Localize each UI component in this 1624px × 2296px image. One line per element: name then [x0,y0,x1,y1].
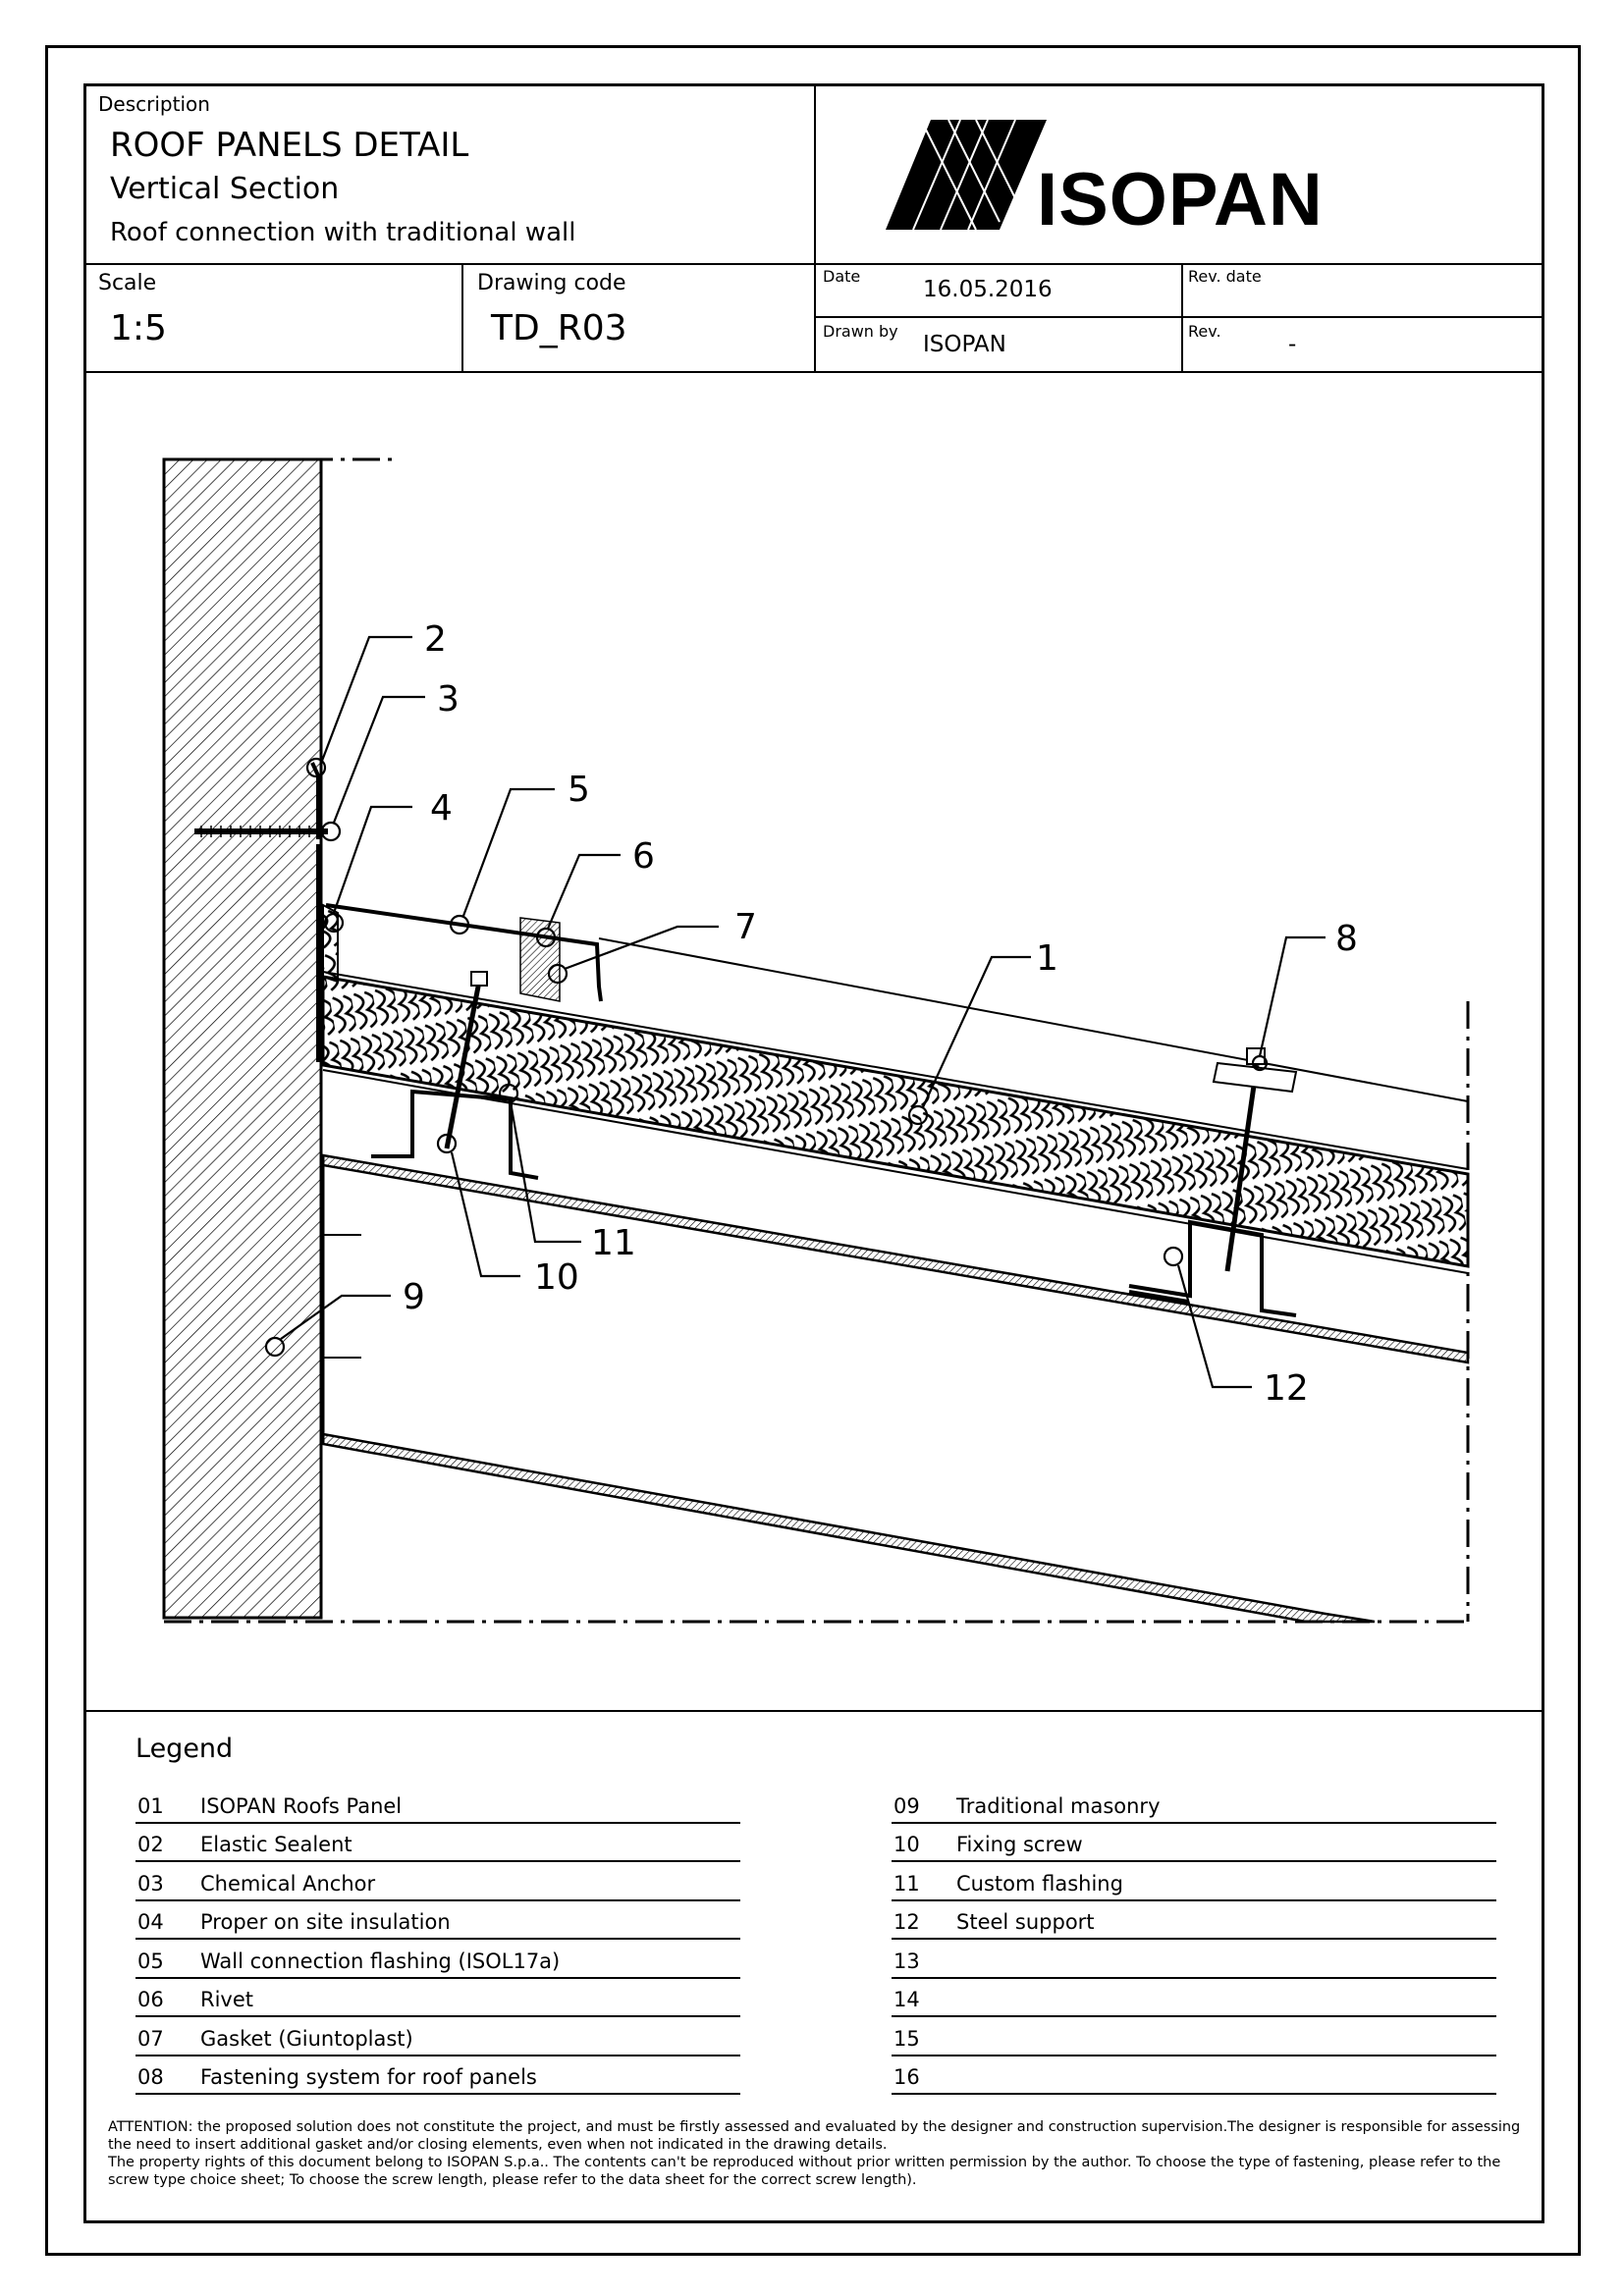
legend-label: Traditional masonry [956,1794,1161,1818]
legend-row: 12 Steel support [892,1908,1496,1940]
scale-value: 1:5 [110,308,167,348]
callout-6: 6 [632,836,655,877]
legend-row: 09 Traditional masonry [892,1792,1496,1824]
masonry-wall [162,457,323,1620]
legend-num: 13 [893,1949,920,1973]
legend-row: 15 [892,2025,1496,2056]
legend-label: Fastening system for roof panels [200,2065,537,2089]
isopan-logo-icon [886,119,1047,231]
legend-num: 11 [893,1872,920,1896]
legend-num: 16 [893,2065,920,2089]
legend-num: 09 [893,1794,920,1818]
custom-flashing [371,1089,539,1180]
legend-label: Chemical Anchor [200,1872,376,1896]
callout-4: 4 [430,788,453,828]
callout-11: 11 [591,1223,636,1263]
legend-label: Wall connection flashing (ISOL17a) [200,1949,561,1973]
callout-3: 3 [437,679,460,720]
legend-row: 02 Elastic Sealent [135,1831,740,1862]
drawing-code-label: Drawing code [477,271,626,295]
legend-row: 06 Rivet [135,1986,740,2017]
legend-num: 01 [137,1794,164,1818]
legend-row: 14 [892,1986,1496,2017]
roof-panel [321,975,1470,1268]
callout-2: 2 [424,619,447,660]
legend-num: 02 [137,1833,164,1856]
legend-num: 06 [137,1988,164,2011]
steel-beam-bottom [321,1432,1376,1624]
scale-code-divider [461,263,463,371]
drawing-code-value: TD_R03 [491,308,627,348]
rev-value: - [1288,332,1297,357]
date-label: Date [823,267,861,286]
legend-num: 04 [137,1910,164,1934]
legend-title: Legend [135,1734,234,1764]
legend-label: Rivet [200,1988,254,2011]
date-row-divider [814,316,1544,318]
legend-row: 16 [892,2063,1496,2095]
legend-num: 07 [137,2027,164,2051]
legend-num: 05 [137,1949,164,1973]
legend-row: 07 Gasket (Giuntoplast) [135,2025,740,2056]
callout-10: 10 [534,1257,579,1298]
callout-7: 7 [734,907,757,947]
callout-12: 12 [1264,1368,1309,1409]
legend-row: 08 Fastening system for roof panels [135,2063,740,2095]
logo-text: ISOPAN [1037,158,1324,241]
description-label: Description [98,92,210,116]
header-vertical-divider [814,83,816,371]
page-title: ROOF PANELS DETAIL [110,126,469,165]
fastening-system [1224,1064,1260,1272]
legend-num: 14 [893,1988,920,2011]
rev-date-label: Rev. date [1188,267,1262,286]
drawn-by-label: Drawn by [823,322,898,341]
callout-8: 8 [1335,919,1358,959]
outer-frame [45,45,1581,2256]
attention-note: ATTENTION: the proposed solution does no… [108,2118,1522,2189]
legend-num: 15 [893,2027,920,2051]
legend-label: Fixing screw [956,1833,1083,1856]
callout-1: 1 [1036,938,1058,979]
legend-label: Custom flashing [956,1872,1123,1896]
drawn-by-value: ISOPAN [923,332,1006,357]
legend-label: ISOPAN Roofs Panel [200,1794,403,1818]
legend-row: 13 [892,1948,1496,1979]
scale-label: Scale [98,271,157,295]
steel-support [1128,1219,1297,1317]
legend-num: 10 [893,1833,920,1856]
legend-num: 08 [137,2065,164,2089]
legend-num: 03 [137,1872,164,1896]
fixing-screw [444,981,482,1149]
legend-divider [83,1710,1544,1712]
attention-line-2: The property rights of this document bel… [108,2155,1501,2188]
legend-row: 04 Proper on site insulation [135,1908,740,1940]
legend-num: 12 [893,1910,920,1934]
page-subtitle-2: Roof connection with traditional wall [110,218,576,247]
section-drawing: 2 3 4 5 6 7 1 8 11 10 9 12 [162,457,1470,1624]
page-subtitle: Vertical Section [110,172,340,206]
legend-row: 05 Wall connection flashing (ISOL17a) [135,1948,740,1979]
legend-label: Proper on site insulation [200,1910,451,1934]
rev-label: Rev. [1188,322,1221,341]
callout-5: 5 [568,770,590,810]
legend-row: 11 Custom flashing [892,1870,1496,1901]
legend-row: 01 ISOPAN Roofs Panel [135,1792,740,1824]
callout-9: 9 [403,1277,425,1317]
legend-row: 10 Fixing screw [892,1831,1496,1862]
attention-line-1: ATTENTION: the proposed solution does no… [108,2119,1521,2153]
legend-label: Gasket (Giuntoplast) [200,2027,413,2051]
wall-flashing [325,903,603,1002]
header-bottom-divider [83,371,1544,373]
legend-label: Steel support [956,1910,1095,1934]
legend-label: Elastic Sealent [200,1833,352,1856]
date-value: 16.05.2016 [923,277,1053,302]
legend-row: 03 Chemical Anchor [135,1870,740,1901]
date-rev-divider [1181,263,1183,371]
